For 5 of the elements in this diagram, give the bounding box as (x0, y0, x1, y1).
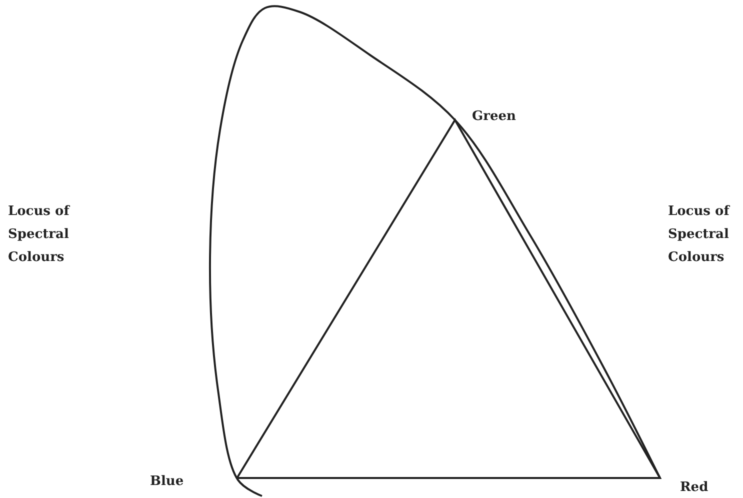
text-label: Green (472, 108, 517, 126)
text-label: Blue (150, 473, 185, 491)
text-label: Red (680, 479, 710, 497)
text-label: Locus of Spectral Colours (668, 203, 731, 267)
text-label: Locus of Spectral Colours (8, 203, 71, 267)
